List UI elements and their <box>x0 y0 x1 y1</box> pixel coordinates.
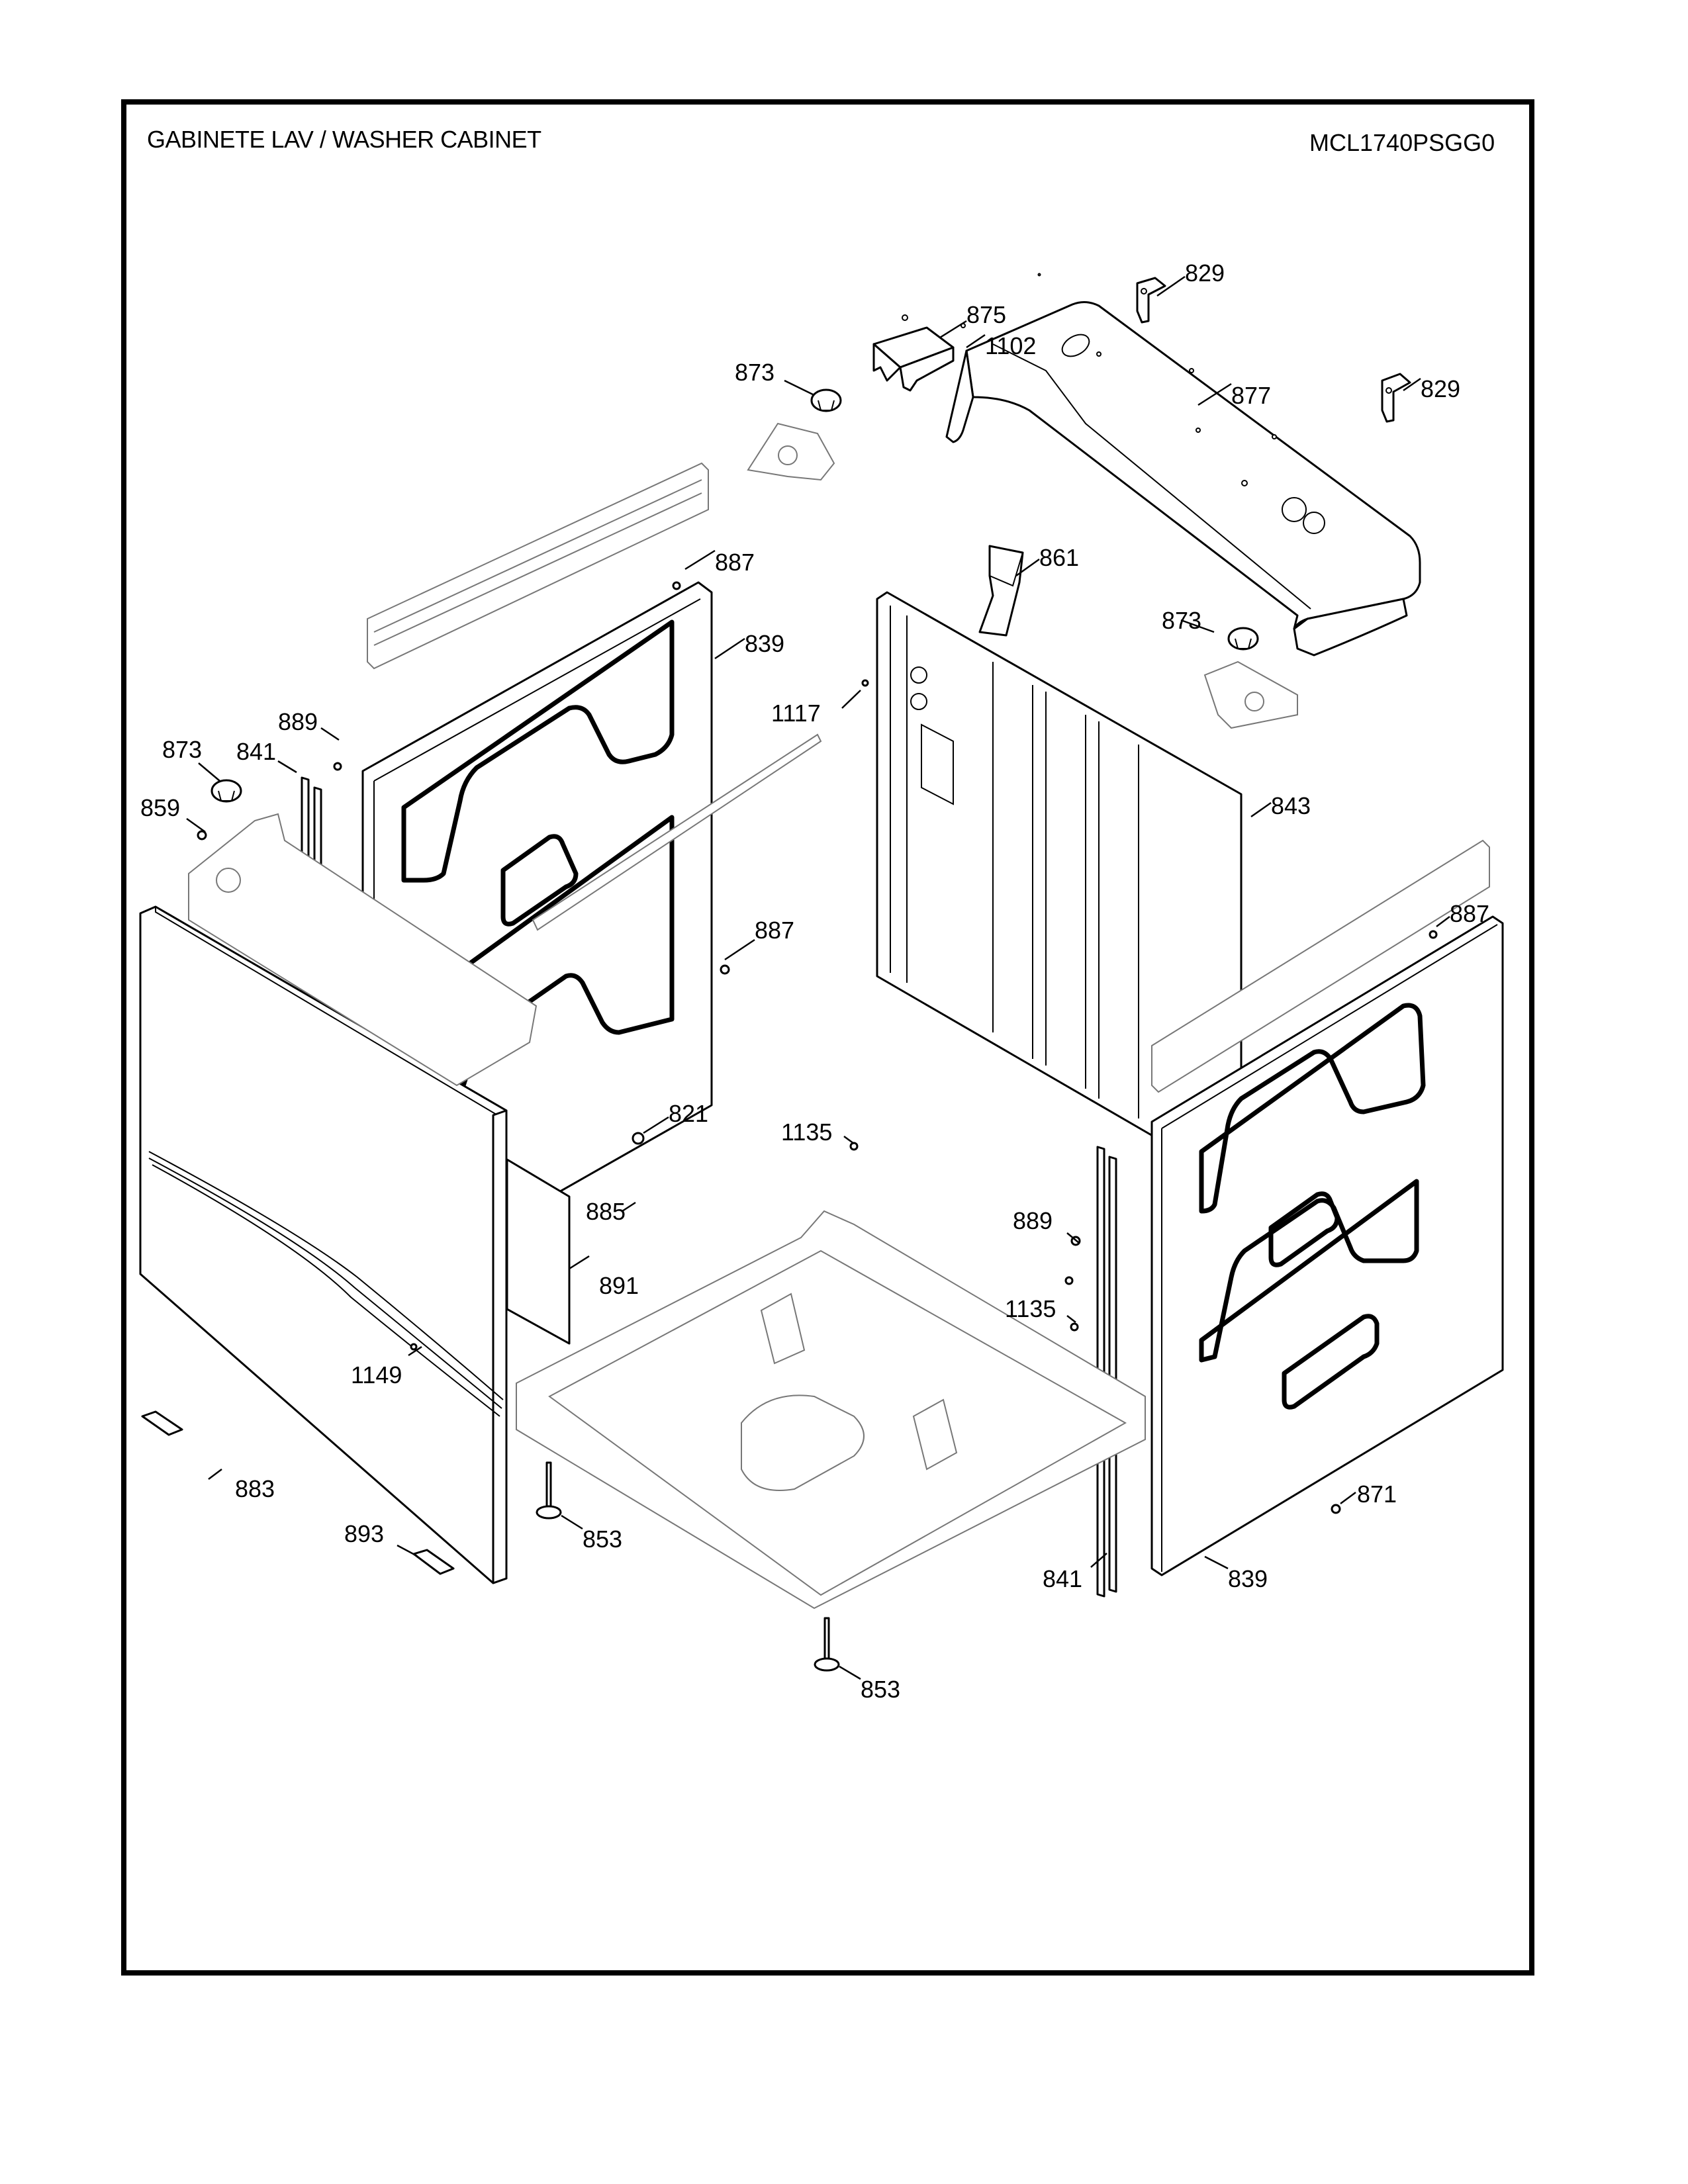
corner-brace-top-left <box>747 422 835 481</box>
bracket-part-875 <box>872 314 966 392</box>
insulation-sheet-part-891 <box>506 1158 571 1345</box>
callout-875: 875 <box>966 301 1006 328</box>
leveling-leg-part-853-left <box>536 1461 562 1520</box>
callout-1102: 1102 <box>985 332 1036 359</box>
corner-bracket-part-829-lower <box>1381 373 1411 423</box>
top-rail-left <box>367 462 709 670</box>
clip-part-893-left <box>141 1410 183 1436</box>
callout-821: 821 <box>669 1100 708 1127</box>
callout-885: 885 <box>586 1198 626 1225</box>
callout-829: 829 <box>1421 375 1460 402</box>
callout-843: 843 <box>1271 792 1311 819</box>
diagram-title: GABINETE LAV / WASHER CABINET <box>147 126 541 153</box>
callout-889: 889 <box>1013 1207 1053 1234</box>
front-rail-left <box>532 733 822 931</box>
callout-829: 829 <box>1185 259 1225 287</box>
callout-871: 871 <box>1357 1480 1397 1508</box>
cap-part-873-left <box>211 779 242 803</box>
callout-853: 853 <box>583 1525 622 1553</box>
cap-part-873-right <box>1227 627 1259 651</box>
callout-893: 893 <box>344 1520 384 1547</box>
callout-1149: 1149 <box>351 1361 402 1388</box>
clip-part-893-right <box>412 1549 455 1575</box>
right-side-panel-part-839 <box>1150 915 1504 1576</box>
front-panel-part-883 <box>139 905 508 1584</box>
callout-839: 839 <box>745 630 784 657</box>
callout-873: 873 <box>735 359 774 386</box>
callout-labels: 829 875 1102 873 877 829 887 861 839 873… <box>140 259 1489 1703</box>
callout-891: 891 <box>599 1272 639 1299</box>
callout-883: 883 <box>235 1475 275 1502</box>
callout-839: 839 <box>1228 1565 1268 1592</box>
callout-1135: 1135 <box>1005 1295 1056 1322</box>
callout-889: 889 <box>278 708 318 735</box>
base-frame <box>516 1210 1146 1610</box>
corner-bracket-part-829-upper <box>1136 277 1166 324</box>
callout-853: 853 <box>861 1676 900 1703</box>
callout-1135: 1135 <box>781 1118 832 1146</box>
callout-873: 873 <box>162 736 202 763</box>
front-top-bracket-left <box>188 813 538 1087</box>
callout-859: 859 <box>140 794 180 821</box>
callout-841: 841 <box>236 738 276 765</box>
callout-873: 873 <box>1162 607 1201 634</box>
rear-panel-part-843 <box>876 591 1243 1183</box>
callout-887: 887 <box>715 549 755 576</box>
corner-brace-right <box>1203 660 1298 729</box>
callout-861: 861 <box>1039 544 1079 571</box>
leveling-leg-part-853-right <box>814 1617 840 1672</box>
callout-887: 887 <box>755 917 794 944</box>
leader-lines <box>186 275 1450 1680</box>
model-number: MCL1740PSGG0 <box>1309 129 1495 156</box>
callout-877: 877 <box>1231 382 1271 409</box>
cap-part-873-top <box>810 388 842 412</box>
callout-1117: 1117 <box>771 700 821 727</box>
callout-841: 841 <box>1043 1565 1082 1592</box>
top-cover-part-877 <box>945 301 1421 657</box>
diagram-border <box>121 99 1534 1976</box>
top-rail-right <box>1151 839 1490 1093</box>
duct-part-861 <box>978 545 1024 637</box>
callout-887: 887 <box>1450 900 1489 927</box>
